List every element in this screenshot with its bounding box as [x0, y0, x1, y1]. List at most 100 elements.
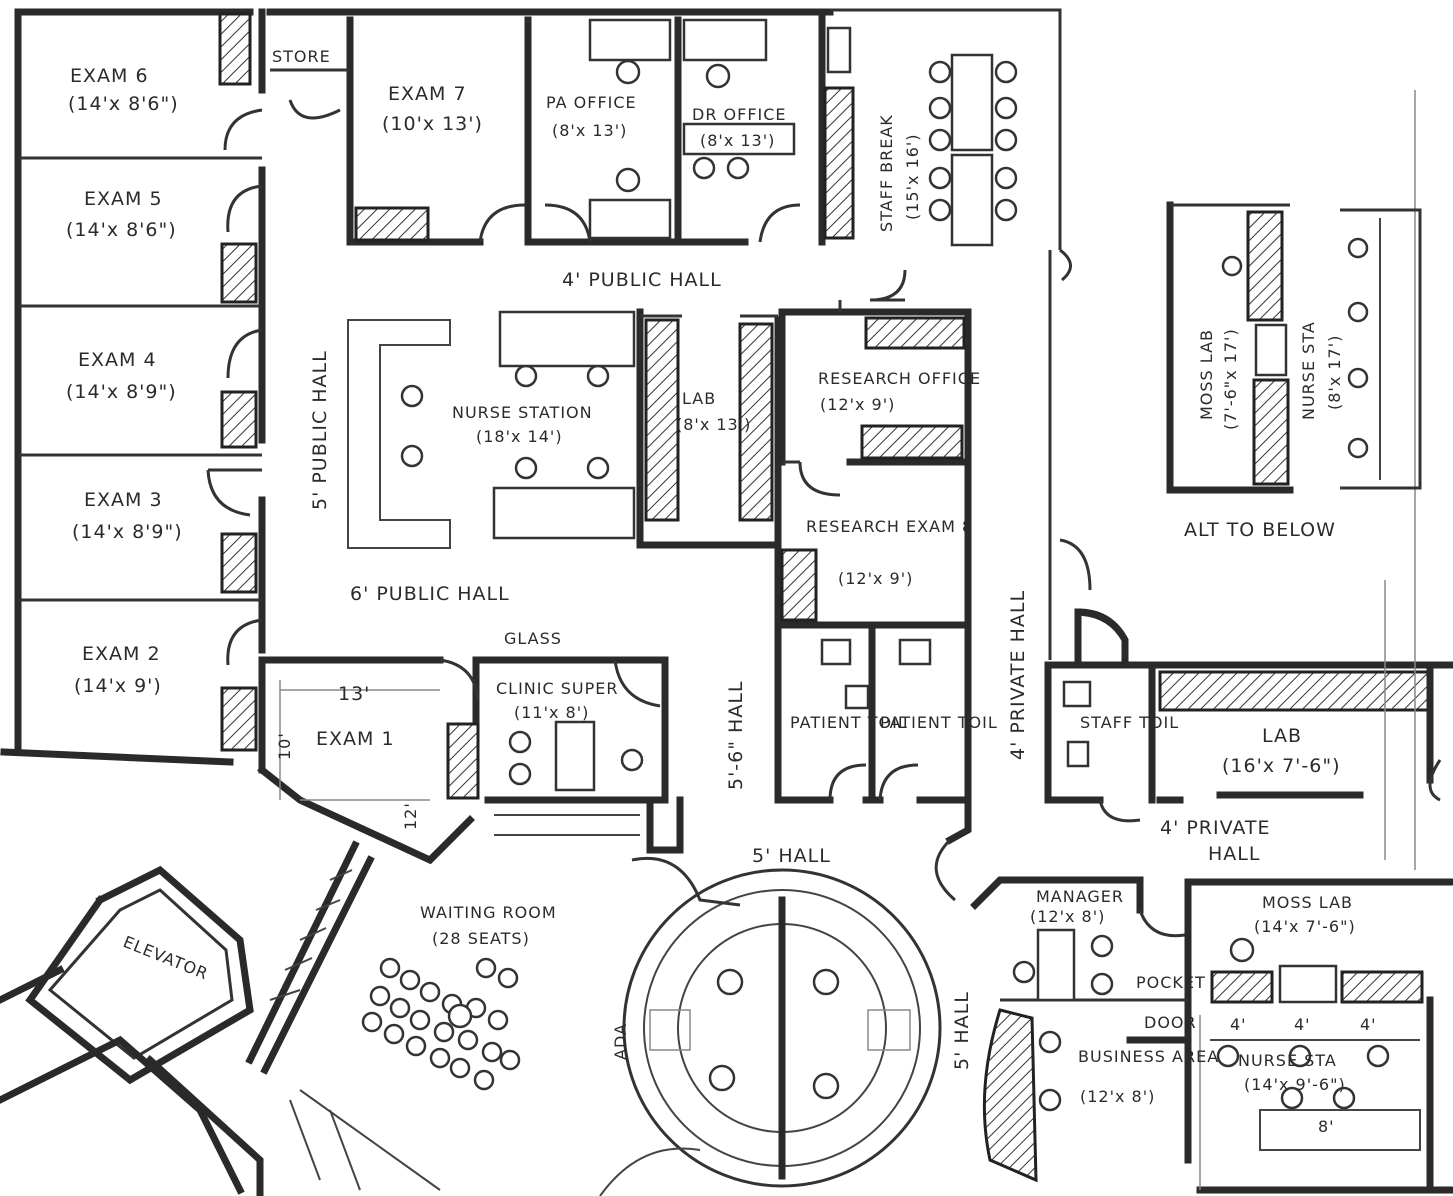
chairs: [400, 59, 1018, 480]
alt-sink: [1254, 323, 1288, 377]
label-exam5-dim: (14'x 8'6"): [66, 219, 177, 241]
casework-lab-left: [644, 318, 680, 522]
label-exam2-dim: (14'x 9'): [74, 675, 162, 697]
label-5-public-hall: 5' PUBLIC HALL: [309, 350, 331, 510]
waiting-elevator: [0, 840, 701, 1196]
top-row-rooms: [266, 8, 1062, 250]
desk-dr-office: [682, 18, 768, 62]
label-glass: GLASS: [504, 629, 562, 648]
break-table-2: [950, 153, 994, 247]
casework-alt-1: [1246, 210, 1284, 322]
label-nurse-sta-dim-b: 4': [1294, 1015, 1311, 1034]
label-patient-toil-2: PATIENT TOIL: [880, 713, 998, 732]
casework-research-exam: [780, 548, 818, 622]
label-store: STORE: [272, 47, 331, 66]
label-nurse-station-dim: (18'x 14'): [476, 427, 563, 446]
desk-pa-office-2: [588, 198, 672, 240]
label-elevator: ELEVATOR: [121, 932, 212, 983]
casework-exam3: [220, 532, 258, 594]
label-nurse-sta-bottom: 8': [1318, 1117, 1335, 1136]
central-core: [347, 269, 972, 804]
label-4-private-hall-vert: 4' PRIVATE HALL: [1007, 590, 1029, 760]
label-4-private-hall: 4' PRIVATE: [1160, 817, 1271, 839]
label-exam4: EXAM 4: [78, 349, 157, 371]
label-exam7: EXAM 7: [388, 83, 467, 105]
label-staff-break-dim: (15'x 16'): [903, 133, 922, 220]
label-nurse-sta-dim-c: 4': [1360, 1015, 1377, 1034]
moss-lab-sink: [1278, 964, 1338, 1004]
casework-exam6: [218, 12, 252, 86]
label-staff-toil: STAFF TOIL: [1080, 713, 1179, 732]
label-moss-lab-alt: MOSS LAB: [1197, 329, 1216, 420]
label-research-exam: RESEARCH EXAM 8: [806, 517, 973, 536]
casework-exam1: [446, 722, 480, 800]
label-nurse-sta-dim-a: 4': [1230, 1015, 1247, 1034]
desk-manager: [1036, 928, 1076, 1002]
nurse-station-desk-bottom: [492, 486, 636, 540]
label-door: DOOR: [1144, 1013, 1197, 1032]
label-exam2: EXAM 2: [82, 643, 161, 665]
label-exam3: EXAM 3: [84, 489, 163, 511]
alt-detail: [1166, 201, 1422, 494]
toilet-icon-2: [898, 638, 932, 666]
label-exam1-dim-h1: 10': [275, 732, 294, 760]
label-exam3-dim: (14'x 8'9"): [72, 521, 183, 543]
label-waiting-room-dim: (28 SEATS): [432, 929, 530, 948]
exam1-clinic-super: [257, 656, 684, 865]
label-exam6: EXAM 6: [70, 65, 149, 87]
label-lab-right-dim: (16'x 7'-6"): [1222, 755, 1341, 777]
toilet-icon-staff: [1062, 680, 1092, 708]
label-pa-office: PA OFFICE: [546, 93, 637, 112]
label-exam5: EXAM 5: [84, 188, 163, 210]
label-exam1: EXAM 1: [316, 728, 395, 750]
label-4-public-hall: 4' PUBLIC HALL: [562, 269, 722, 291]
label-5-hall-right: 5' HALL: [951, 991, 973, 1070]
label-pocket: POCKET: [1136, 973, 1206, 992]
waiting-chairs: [361, 957, 521, 1091]
nurse-station-counter: [347, 319, 451, 549]
left-exam-wing: [0, 8, 266, 766]
casework-exam5: [220, 242, 258, 304]
label-4-private-hall-2: HALL: [1208, 843, 1260, 865]
label-moss-lab-dim: (14'x 7'-6"): [1254, 917, 1356, 936]
label-nurse-station: NURSE STATION: [452, 403, 593, 422]
label-exam1-dim-h2: 12': [401, 802, 420, 830]
casework-moss-lab-1: [1210, 970, 1274, 1004]
label-alt-note: ALT TO BELOW: [1184, 519, 1336, 541]
label-nurse-sta-alt: NURSE STA: [1299, 321, 1318, 420]
label-staff-break: STAFF BREAK: [877, 114, 896, 232]
label-moss-lab: MOSS LAB: [1262, 893, 1353, 912]
label-manager: MANAGER: [1036, 887, 1124, 906]
casework-moss-lab-2: [1340, 970, 1424, 1004]
casework-lab-right: [1158, 670, 1434, 712]
label-exam1-width: 13': [338, 683, 370, 705]
label-5-6-hall: 5'-6" HALL: [725, 681, 747, 791]
label-ada: ADA: [611, 1023, 630, 1060]
fridge-icon: [826, 26, 852, 74]
label-6-public-hall: 6' PUBLIC HALL: [350, 583, 510, 605]
label-exam4-dim: (14'x 8'9"): [66, 381, 177, 403]
sink-icon-1: [844, 684, 870, 710]
toilet-icon-1: [820, 638, 852, 666]
casework-research-office-2: [860, 424, 964, 460]
casework-alt-2: [1252, 378, 1290, 486]
casework-exam2: [220, 686, 258, 752]
label-clinic-super: CLINIC SUPER: [496, 679, 619, 698]
label-dr-office: DR OFFICE: [692, 105, 787, 124]
label-manager-dim: (12'x 8'): [1030, 907, 1105, 926]
label-lab-center-dim: (8'x 13'): [676, 415, 751, 434]
casework-business: [982, 1008, 1038, 1183]
label-nurse-sta: NURSE STA: [1238, 1051, 1337, 1070]
label-dr-office-dim: (8'x 13'): [700, 131, 775, 150]
break-table-1: [950, 53, 994, 152]
desk-clinic-super: [554, 720, 596, 792]
label-5-hall: 5' HALL: [752, 845, 831, 867]
label-nurse-sta-alt-dim: (8'x 17'): [1325, 335, 1344, 410]
sink-icon-staff: [1066, 740, 1090, 768]
label-nurse-sta-dim: (14'x 9'-6"): [1244, 1075, 1346, 1094]
rotunda: [622, 856, 942, 1188]
room-labels: EXAM 6 (14'x 8'6") EXAM 5 (14'x 8'6") EX…: [66, 47, 1377, 1136]
casework-exam4: [220, 390, 258, 449]
label-research-office: RESEARCH OFFICE: [818, 369, 981, 388]
